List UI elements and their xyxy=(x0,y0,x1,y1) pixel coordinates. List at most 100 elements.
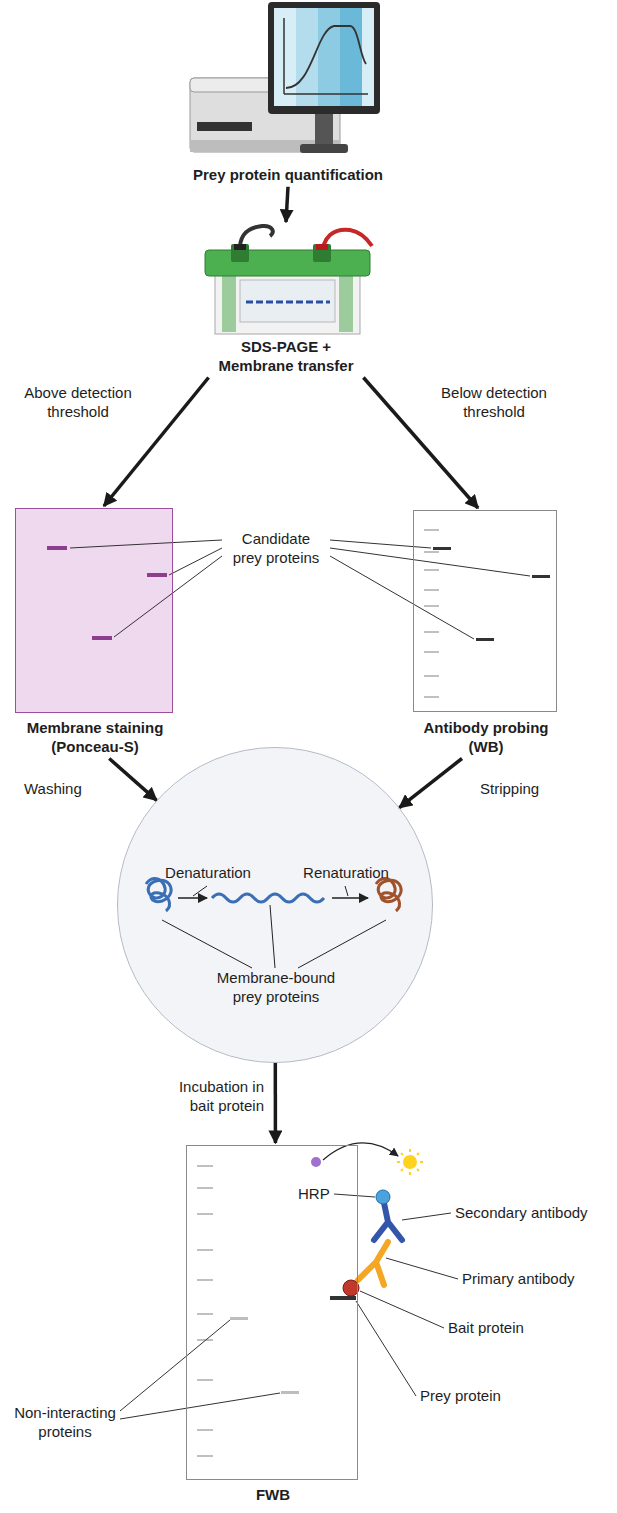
annotation-label: HRP xyxy=(298,1185,330,1204)
wb-membrane xyxy=(413,510,557,712)
antibody-complex-part xyxy=(374,1203,402,1240)
leader-line-part xyxy=(120,1393,280,1419)
leader-line-part xyxy=(386,1258,458,1279)
antibody-complex-part xyxy=(403,1155,417,1169)
fwb-membrane-part-part xyxy=(197,1249,213,1251)
fwb-membrane-part-part xyxy=(197,1165,213,1167)
gel-tank-part xyxy=(222,276,236,332)
fwb-membrane-part xyxy=(330,1296,356,1300)
leader-line-part xyxy=(356,1301,416,1396)
process-circle: DenaturationRenaturationMembrane-bound p… xyxy=(117,747,433,1063)
annotation-label: Non-interacting proteins xyxy=(4,1404,126,1442)
leader-line-part xyxy=(402,1213,451,1220)
monitor-part xyxy=(284,93,368,95)
monitor-part xyxy=(296,8,318,106)
antibody-complex-part-part xyxy=(409,1172,411,1175)
step-label: Renaturation xyxy=(286,864,406,883)
wb-membrane-part-part xyxy=(424,529,439,531)
leader-line xyxy=(120,1194,458,1419)
leader-line-part xyxy=(334,1194,375,1197)
edge-label: Stripping xyxy=(478,780,568,799)
antibody-complex-part-part xyxy=(397,1161,400,1163)
wb-membrane-part-part xyxy=(424,589,439,591)
leader-line-part xyxy=(114,556,222,637)
node-heading: Membrane staining (Ponceau-S) xyxy=(6,719,184,757)
gel-tank-part xyxy=(339,276,353,332)
gel-tank-part xyxy=(215,272,360,334)
wb-membrane-part-part xyxy=(424,651,439,653)
node-heading: SDS-PAGE + Membrane transfer xyxy=(206,338,366,376)
monitor-part xyxy=(315,114,333,146)
fwb-membrane-part xyxy=(197,1166,213,1456)
wb-membrane-part-part xyxy=(424,696,439,698)
antibody-complex-part-part xyxy=(417,1169,419,1171)
edge-label: Below detection threshold xyxy=(432,384,556,422)
antibody-complex-part xyxy=(311,1157,321,1167)
wb-membrane-part xyxy=(433,547,451,550)
fwb-membrane xyxy=(186,1145,358,1480)
gel-tank-part xyxy=(231,244,249,262)
leader-line-part xyxy=(120,1320,230,1411)
plate-reader-node: Prey protein quantification xyxy=(188,0,388,160)
monitor-part xyxy=(300,144,348,153)
leader-line-part xyxy=(70,540,222,548)
node-heading: Antibody probing (WB) xyxy=(406,719,566,757)
monitor-part xyxy=(340,8,362,106)
folding-circle-part xyxy=(146,878,171,911)
leader-line-part xyxy=(330,540,431,548)
fwb-membrane-part-part xyxy=(197,1279,213,1281)
fwb-membrane-part-part xyxy=(197,1379,213,1381)
flow-arrow xyxy=(109,759,156,801)
leader-line-part xyxy=(330,556,474,639)
membrane-box: FWB xyxy=(186,1145,358,1480)
membrane-box: Antibody probing (WB) xyxy=(413,510,557,712)
wb-membrane-part xyxy=(413,510,557,712)
antibody-complex-part-part xyxy=(409,1149,411,1152)
annotation-label: Prey protein xyxy=(420,1387,501,1406)
gel-tank-part xyxy=(246,301,330,304)
ponceau-membrane-part xyxy=(92,636,112,640)
leader-line-part xyxy=(360,1291,444,1328)
step-label: Membrane-bound prey proteins xyxy=(206,969,346,1007)
antibody-complex-part-part xyxy=(420,1161,423,1163)
plate-reader-part xyxy=(197,122,252,131)
annotation-label: Bait protein xyxy=(448,1319,524,1338)
wb-membrane-part xyxy=(424,530,439,697)
node-heading: FWB xyxy=(223,1486,323,1505)
gel-tank xyxy=(205,226,372,334)
antibody-complex-part-part xyxy=(401,1153,403,1155)
folding-circle-part xyxy=(270,905,275,968)
wb-membrane-part-part xyxy=(424,605,439,607)
monitor-part xyxy=(286,26,366,88)
folding-circle-part xyxy=(345,886,348,896)
folding-circle-part xyxy=(212,894,324,902)
wb-membrane-part-part xyxy=(424,675,439,677)
antibody-complex-part xyxy=(397,1149,423,1175)
monitor-part xyxy=(268,2,380,114)
fwb-membrane-part-part xyxy=(197,1455,213,1457)
gel-tank-part xyxy=(240,280,335,322)
fwb-membrane-part-part xyxy=(197,1429,213,1431)
annotation-label: Candidate prey proteins xyxy=(226,530,326,568)
fwb-membrane-part xyxy=(186,1145,358,1480)
flow-arrow xyxy=(399,759,462,808)
antibody-complex-part-part xyxy=(401,1169,403,1171)
annotation-label: Primary antibody xyxy=(462,1270,575,1289)
wb-membrane-part xyxy=(476,638,494,641)
folding-circle-part xyxy=(162,920,252,968)
fwb-membrane-part-part xyxy=(197,1313,213,1315)
fwb-membrane-part-part xyxy=(197,1187,213,1189)
folding-circle-part xyxy=(332,897,368,899)
folding-circle-part xyxy=(376,878,401,911)
folding-circle-part xyxy=(298,920,386,968)
ponceau-membrane-part xyxy=(147,573,167,577)
fwb-membrane-part-part xyxy=(197,1213,213,1215)
flow-arrow xyxy=(286,187,288,222)
monitor-part xyxy=(318,8,340,106)
monitor-part xyxy=(274,8,374,106)
gel-tank-part xyxy=(205,250,370,276)
antibody-complex-part xyxy=(358,1242,388,1285)
monitor-part xyxy=(283,18,285,94)
leader-line-part xyxy=(330,548,530,576)
wb-membrane-part-part xyxy=(424,569,439,571)
